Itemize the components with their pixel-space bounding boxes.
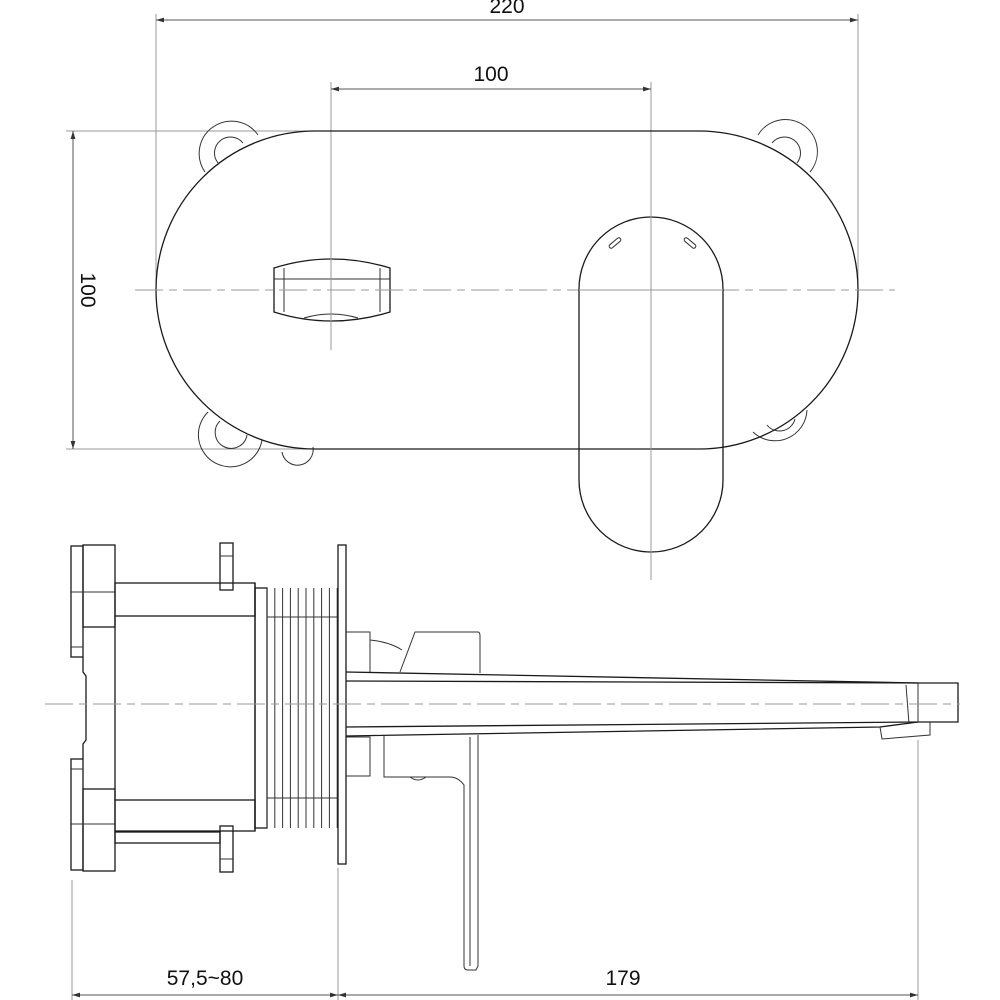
dimension-plate-width: 220 bbox=[156, 0, 858, 23]
bottom-dimensions: 57,5~80 179 bbox=[71, 740, 919, 1000]
wall-plate bbox=[155, 130, 859, 450]
dimension-wall-depth: 57,5~80 bbox=[167, 967, 244, 990]
dimension-label: 100 bbox=[76, 272, 99, 307]
front-view: 220 100 100 bbox=[66, 0, 895, 580]
dimension-plate-height: 100 bbox=[70, 131, 99, 449]
dimension-spout-projection: 179 bbox=[605, 967, 640, 990]
thread-rings bbox=[266, 588, 338, 828]
mounting-ears bbox=[197, 119, 818, 468]
dimension-label: 220 bbox=[489, 0, 524, 18]
dimension-label: 100 bbox=[473, 63, 508, 86]
side-view bbox=[45, 542, 960, 971]
mixer-handle bbox=[578, 200, 724, 580]
dimension-axis-spacing: 100 bbox=[331, 63, 651, 92]
